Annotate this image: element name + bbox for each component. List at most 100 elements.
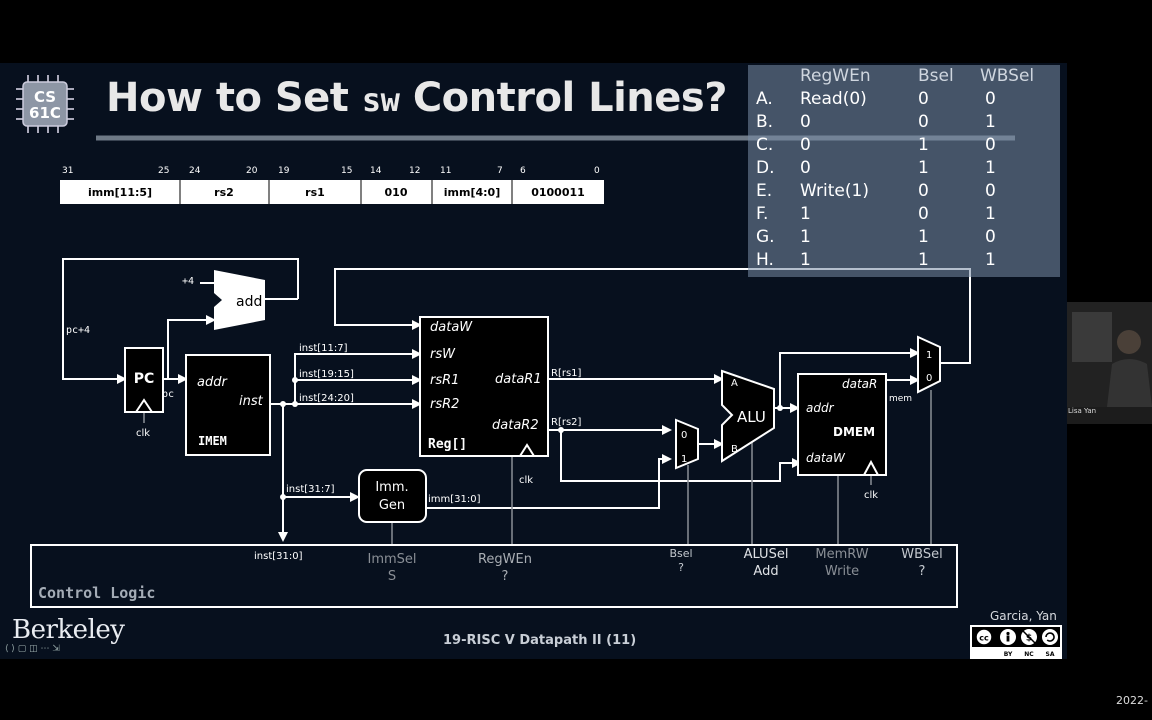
instr-format: 31 25 24 20 19 15 14 12 11 7 6 0 <box>62 166 600 176</box>
dmem-label: DMEM <box>833 425 875 439</box>
slide-author: Garcia, Yan <box>990 609 1057 623</box>
logo-text-1: CS <box>34 88 56 106</box>
slide-nav-controls[interactable]: ⟨ ⟩ ▢ ◫ ⋯ ⇲ <box>5 644 60 654</box>
imm-gen <box>358 469 427 523</box>
alusel-label: ALUSel <box>744 547 789 562</box>
inst-24-20-label: inst[24:20] <box>299 393 354 404</box>
pc-out-label: pc <box>162 389 174 400</box>
cc-icon <box>975 628 993 646</box>
immsel-label: ImmSel <box>367 552 416 567</box>
wbsel-cell: 1 <box>985 111 996 132</box>
bit-25: 25 <box>158 166 169 176</box>
option-letter: B. <box>756 111 774 132</box>
bsel-mux <box>675 418 699 470</box>
bit-11: 11 <box>440 166 451 176</box>
bit-24: 24 <box>189 166 201 176</box>
plus4-label: +4 <box>182 276 194 287</box>
field-imm-4-0: imm[4:0] <box>444 186 500 199</box>
regwen-cell: 0 <box>800 157 811 178</box>
memrw-label: MemRW <box>815 547 868 562</box>
bsel-cell: 0 <box>918 180 929 201</box>
title-code: sw <box>361 81 400 119</box>
reg-label: Reg[] <box>428 437 467 452</box>
slide-title: How to Set sw Control Lines? <box>106 75 727 121</box>
wbmux-1: 1 <box>926 350 932 361</box>
bit-7: 7 <box>497 166 503 176</box>
bsel-label: Bsel <box>669 547 692 560</box>
regwen-cell: 1 <box>800 203 811 224</box>
title-prefix: How to Set <box>106 75 362 121</box>
pc4-label: pc+4 <box>66 325 90 336</box>
field-rs2: rs2 <box>214 186 234 199</box>
register-file <box>419 316 549 457</box>
webcam-name: Lisa Yan <box>1068 407 1097 415</box>
berkeley-logo: Berkeley <box>12 615 125 645</box>
table-header-row: RegWEn Bsel WBSel <box>748 65 1060 87</box>
memrw-value: Write <box>825 564 859 579</box>
r-rs1-label: R[rs1] <box>551 368 582 379</box>
dmem-block <box>797 373 887 476</box>
wbsel-cell: 0 <box>985 226 996 247</box>
dmem-datar: dataR <box>842 377 877 391</box>
reg-datar2: dataR2 <box>492 418 539 433</box>
cc-license-badge: cc $ BY NC SA <box>970 625 1062 659</box>
sa-icon <box>1042 629 1058 645</box>
regwen-cell: 1 <box>800 226 811 247</box>
bsel-cell: 1 <box>918 157 929 178</box>
wbmux-0: 0 <box>926 373 932 384</box>
wbsel-cell: 0 <box>985 134 996 155</box>
bsel-cell: 1 <box>918 226 929 247</box>
option-letter: G. <box>756 226 775 247</box>
bit-20: 20 <box>246 166 258 176</box>
webcam-person-icon <box>1067 302 1152 407</box>
reg-datar1: dataR1 <box>495 372 542 387</box>
option-letter: E. <box>756 180 773 201</box>
alu-a: A <box>731 378 738 389</box>
control-logic <box>30 544 958 608</box>
wbsel-cell: 1 <box>985 203 996 224</box>
bsel-cell: 0 <box>918 203 929 224</box>
immgen-label-2: Gen <box>379 498 405 513</box>
option-letter: F. <box>756 203 769 224</box>
wbsel-cell: 0 <box>985 180 996 201</box>
table-row: F. 1 0 1 <box>748 202 1060 225</box>
bit-14: 14 <box>370 166 382 176</box>
inst-11-7-label: inst[11:7] <box>299 343 348 354</box>
slide: CS 61C How to Set sw Control Lines? 31 2… <box>0 63 1067 659</box>
dmem-clk: clk <box>864 490 878 501</box>
immsel-value: S <box>388 569 396 584</box>
svg-text:cc: cc <box>979 634 989 643</box>
bit-0: 0 <box>594 166 600 176</box>
mem-label: mem <box>889 394 912 404</box>
bmux-0: 0 <box>681 430 687 441</box>
field-opcode: 0100011 <box>531 186 585 199</box>
title-suffix: Control Lines? <box>399 75 728 121</box>
pc-label: PC <box>134 371 155 387</box>
regwen-cell: 1 <box>800 249 811 270</box>
wbsel-value: ? <box>919 564 926 579</box>
bsel-value: ? <box>678 561 684 574</box>
bit-6: 6 <box>520 166 526 176</box>
col-wbsel: WBSel <box>980 66 1035 86</box>
inst-31-7-label: inst[31:7] <box>286 484 335 495</box>
regwen-cell: 0 <box>800 111 811 132</box>
option-letter: D. <box>756 157 775 178</box>
r-rs2-label: R[rs2] <box>551 417 582 428</box>
bmux-1: 1 <box>681 454 687 465</box>
imem-addr: addr <box>197 375 228 390</box>
regwen-label: RegWEn <box>478 552 532 567</box>
adder-label: add <box>236 294 262 310</box>
field-rs1: rs1 <box>305 186 325 199</box>
bsel-cell: 1 <box>918 249 929 270</box>
alu <box>721 369 775 463</box>
bit-15: 15 <box>341 166 352 176</box>
imm-31-0-label: imm[31:0] <box>428 494 481 505</box>
instr-fields: imm[11:5] rs2 rs1 010 imm[4:0] 0100011 <box>60 180 604 204</box>
cs61c-logo: CS 61C <box>16 75 74 133</box>
imem-inst: inst <box>239 394 264 409</box>
